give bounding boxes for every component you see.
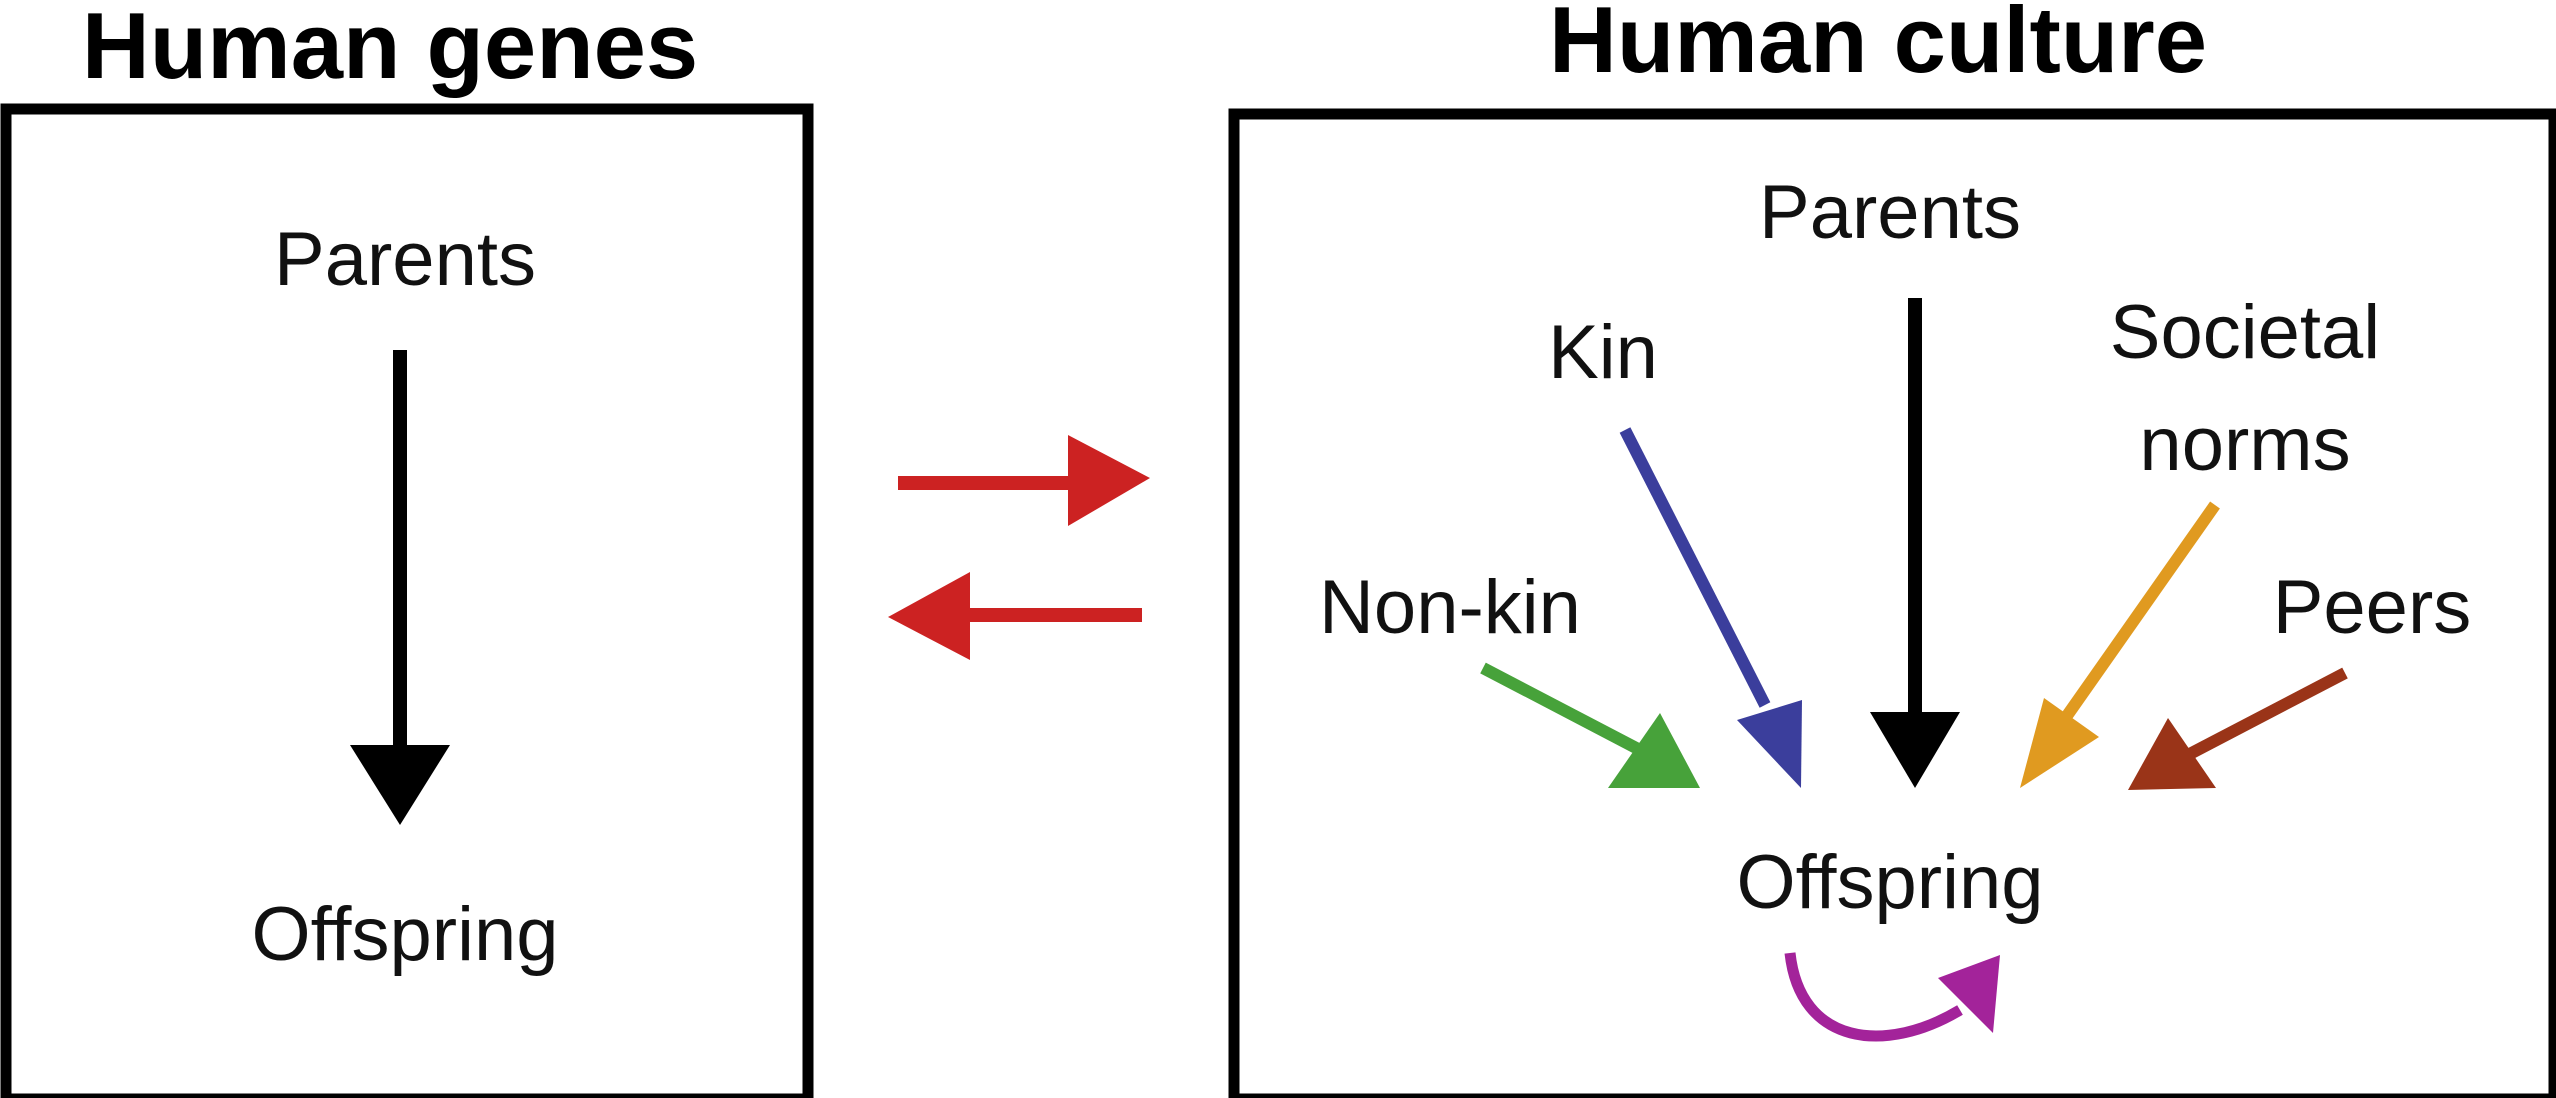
nonkin-influence-arrow xyxy=(1480,662,1700,788)
genes-offspring-label: Offspring xyxy=(252,892,559,977)
culture-kin-label: Kin xyxy=(1548,310,1658,395)
genes-panel: Human genes Parents Offspring xyxy=(0,0,814,1098)
culture-norms-label: norms xyxy=(2139,402,2350,487)
nonkin-arrow-shaft xyxy=(1480,662,1643,756)
kin-arrow-head xyxy=(1737,700,1802,788)
genes-arrow-head xyxy=(350,745,450,825)
genes-panel-frame xyxy=(0,103,814,1098)
kin-arrow-shaft xyxy=(1619,427,1771,708)
genes-parents-label: Parents xyxy=(274,217,536,302)
exchange-arrows xyxy=(888,435,1150,660)
culture-panel-frame xyxy=(1228,108,2556,1098)
genes-to-culture-head xyxy=(1068,435,1150,526)
culture-panel: Human culture Parents Kin Societal norms… xyxy=(1228,0,2556,1098)
culture-peers-label: Peers xyxy=(2273,565,2472,650)
offspring-self-loop-arrow xyxy=(1784,952,2000,1042)
culture-offspring-label: Offspring xyxy=(1737,840,2044,925)
culture-nonkin-label: Non-kin xyxy=(1319,565,1581,650)
genes-inheritance-arrow xyxy=(350,350,450,825)
culture-panel-title: Human culture xyxy=(1549,0,2207,92)
parents-arrow-head xyxy=(1870,712,1960,788)
peers-influence-arrow xyxy=(2128,667,2348,790)
societal-arrow-shaft xyxy=(2059,501,2220,724)
self-loop-head xyxy=(1938,955,2000,1033)
societal-influence-arrow xyxy=(2020,501,2220,788)
peers-arrow-shaft xyxy=(2181,667,2348,763)
nonkin-arrow-head xyxy=(1608,713,1700,788)
culture-to-genes-head xyxy=(888,572,970,660)
culture-parents-label: Parents xyxy=(1759,170,2021,255)
kin-influence-arrow xyxy=(1619,427,1802,788)
self-loop-curve xyxy=(1784,952,1963,1042)
genes-panel-title: Human genes xyxy=(82,0,698,98)
culture-societal-label: Societal xyxy=(2110,290,2380,375)
peers-arrow-head xyxy=(2128,718,2216,790)
parents-influence-arrow xyxy=(1870,298,1960,788)
societal-arrow-head xyxy=(2020,698,2099,788)
genes-to-culture-arrow xyxy=(898,435,1150,526)
culture-to-genes-arrow xyxy=(888,572,1142,660)
